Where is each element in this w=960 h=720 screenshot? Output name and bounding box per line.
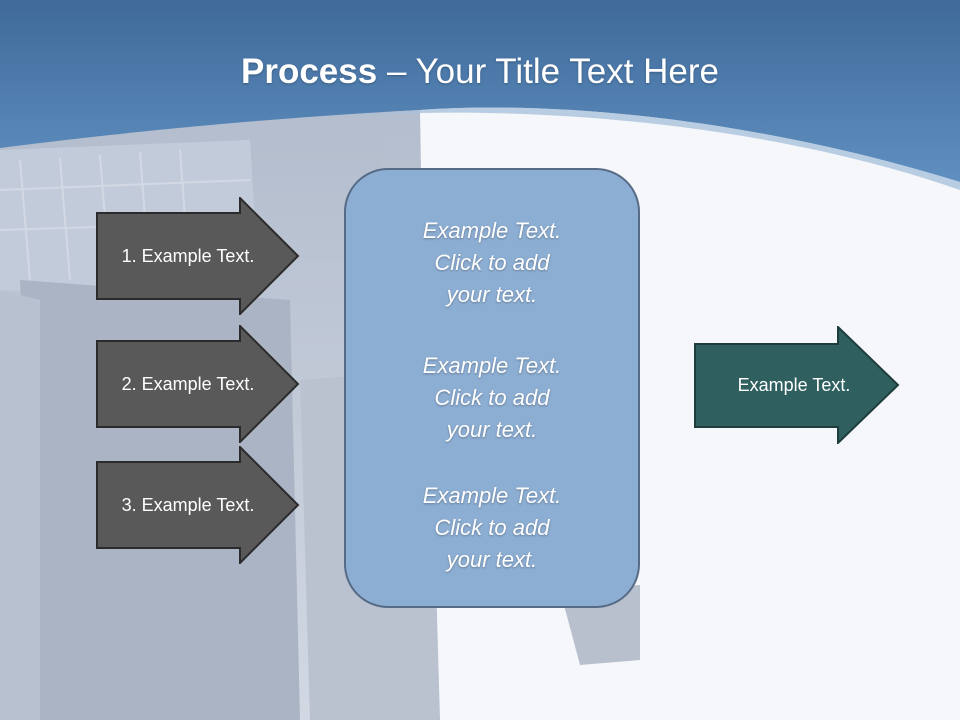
input-arrow-1[interactable]: 1. Example Text. — [96, 197, 300, 315]
process-box[interactable]: Example Text. Click to add your text. Ex… — [344, 168, 640, 608]
input-arrow-label: 2. Example Text. — [121, 373, 255, 394]
title-bold: Process — [241, 52, 378, 91]
output-arrow[interactable]: Example Text. — [694, 326, 900, 444]
page-title: Process – Your Title Text Here — [0, 52, 960, 92]
input-arrow-3[interactable]: 3. Example Text. — [96, 446, 300, 564]
process-text-2[interactable]: Example Text. Click to add your text. — [422, 353, 562, 442]
arrow-shape-icon — [96, 446, 300, 564]
arrow-shape-icon — [96, 325, 300, 443]
process-text-1[interactable]: Example Text. Click to add your text. — [422, 218, 562, 307]
title-rest: – Your Title Text Here — [377, 52, 719, 91]
arrow-shape-icon — [96, 197, 300, 315]
arrow-shape-icon — [694, 326, 900, 444]
input-arrow-label: 3. Example Text. — [121, 494, 255, 515]
input-arrow-label: 1. Example Text. — [121, 245, 255, 266]
output-arrow-label: Example Text. — [737, 374, 851, 395]
process-text-3[interactable]: Example Text. Click to add your text. — [422, 483, 562, 572]
input-arrow-2[interactable]: 2. Example Text. — [96, 325, 300, 443]
